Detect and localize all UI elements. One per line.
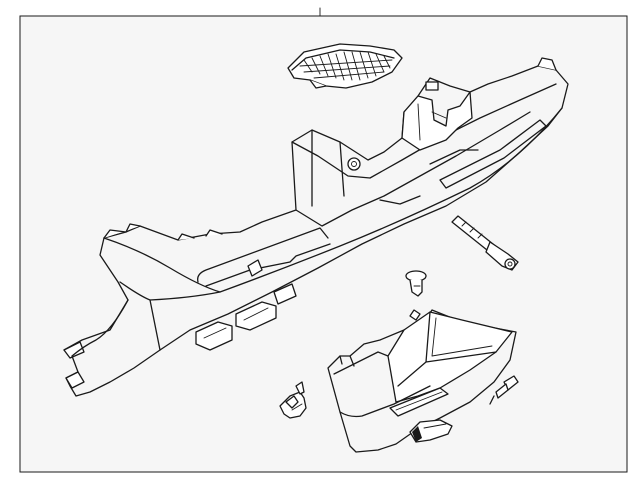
damper-strut	[451, 215, 519, 271]
latch-striker	[409, 419, 453, 443]
hinge-bracket	[279, 381, 307, 419]
glove-box	[327, 309, 517, 453]
vent-grille	[287, 43, 403, 89]
vent-grille-slats	[299, 51, 393, 81]
dashboard-panel	[63, 57, 569, 397]
push-clip	[405, 270, 427, 297]
pin-rivet	[489, 375, 519, 405]
